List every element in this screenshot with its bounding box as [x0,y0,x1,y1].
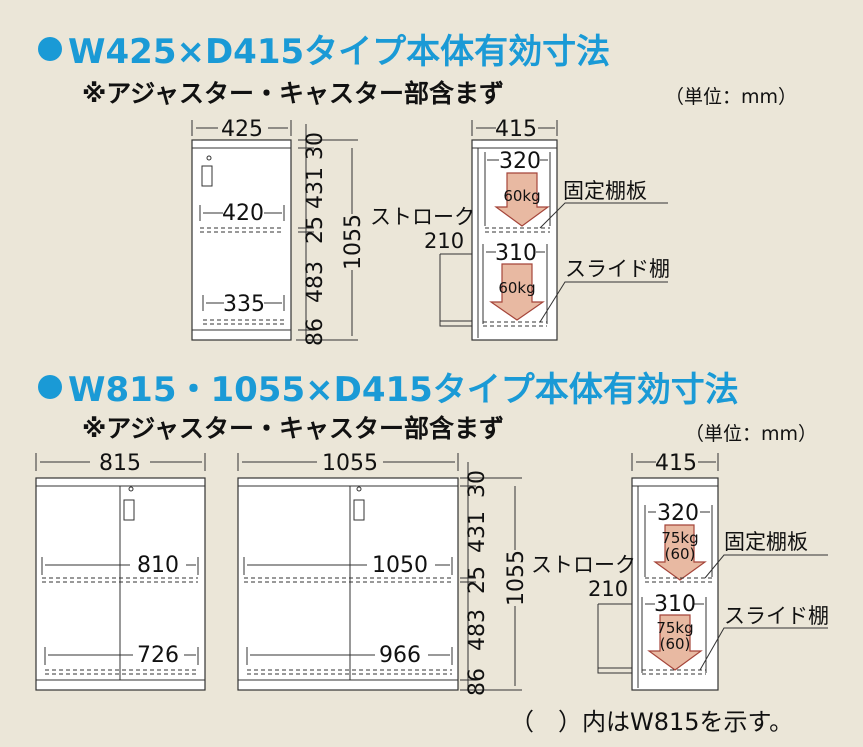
handle-icon [201,165,213,187]
depth-dim: 415 [655,451,697,476]
load-arrow-icon [647,614,703,671]
load-arrow-icon [494,172,550,227]
width-dim: 815 [99,451,141,476]
section2-title: W815・1055×D415タイプ本体有効寸法 [68,370,739,410]
width-dim: 425 [221,117,263,142]
slide-rail [597,667,633,674]
slide-rail [439,320,473,327]
height-dims-1: 30 431 25 483 86 1055 [296,124,366,346]
cabinet-front-425: 425 420 335 [191,117,292,341]
fixed-shelf-label: 固定棚板 [563,179,647,203]
section2-subtitle: ※アジャスター・キャスター部含まず [82,414,504,443]
handle-icon [353,499,365,521]
cabinet-side-2: 415 320 75kg (60) 固定棚板 ストローク 210 310 75k… [531,451,829,691]
cabinet-front-1055: 1055 1050 966 [237,451,459,691]
slide-load: 75kg [656,619,693,637]
slide-shelf-label: スライド棚 [565,257,670,281]
section1-unit: （単位：mm） [665,86,797,108]
section1-title: W425×D415タイプ本体有効寸法 [68,32,610,72]
width-dim: 1055 [322,451,378,476]
height-lower: 483 [303,261,328,303]
slide-depth-dim: 310 [654,592,696,617]
fixed-shelf-label: 固定棚板 [724,530,808,554]
slide-depth-dim: 310 [495,241,537,266]
lock-icon [356,486,362,492]
fixed-depth-dim: 320 [499,149,541,174]
fixed-load-w815: (60) [665,545,696,563]
height-upper: 431 [465,511,490,553]
height-top: 30 [465,470,490,498]
shelf-width-dim: 810 [137,553,179,578]
load-arrow-icon [653,524,707,581]
height-total: 1055 [341,214,366,270]
footnote: （ ）内はW815を示す。 [510,708,793,736]
height-upper: 431 [303,167,328,209]
stroke-dim: 210 [588,577,628,601]
bullet-icon [38,37,62,61]
height-base: 86 [303,318,328,346]
height-base: 86 [465,668,490,696]
height-shelf: 25 [465,566,490,594]
load-arrow-icon [489,263,545,321]
height-dims-2: 30 431 25 483 86 1055 [460,462,529,696]
fixed-depth-dim: 320 [657,501,699,526]
fixed-load: 75kg [661,529,698,547]
stroke-label: ストローク [370,205,475,229]
bottom-width-dim: 726 [137,643,179,668]
bottom-width-dim: 335 [223,292,265,317]
cabinet-front-815: 815 810 726 [35,451,206,691]
fixed-load: 60kg [503,187,540,205]
shelf-width-dim: 420 [222,201,264,226]
section2-unit: （単位：mm） [685,423,817,445]
slide-shelf-label: スライド棚 [724,604,829,628]
lock-icon [206,155,212,161]
shelf-width-dim: 1050 [372,553,428,578]
height-top: 30 [303,132,328,160]
bullet-icon [38,375,62,399]
bottom-width-dim: 966 [379,643,421,668]
lock-icon [128,486,134,492]
slide-load-w815: (60) [660,635,691,653]
stroke-label: ストローク [531,553,636,577]
cabinet-side-1: 415 320 60kg 固定棚板 ストローク 210 310 60kg スライ… [370,117,670,341]
handle-icon [123,499,135,521]
section1-subtitle: ※アジャスター・キャスター部含まず [82,79,504,108]
height-total: 1055 [504,550,529,606]
slide-load: 60kg [498,279,535,297]
height-shelf: 25 [303,216,328,244]
depth-dim: 415 [495,117,537,142]
height-lower: 483 [465,609,490,651]
stroke-dim: 210 [424,229,464,253]
